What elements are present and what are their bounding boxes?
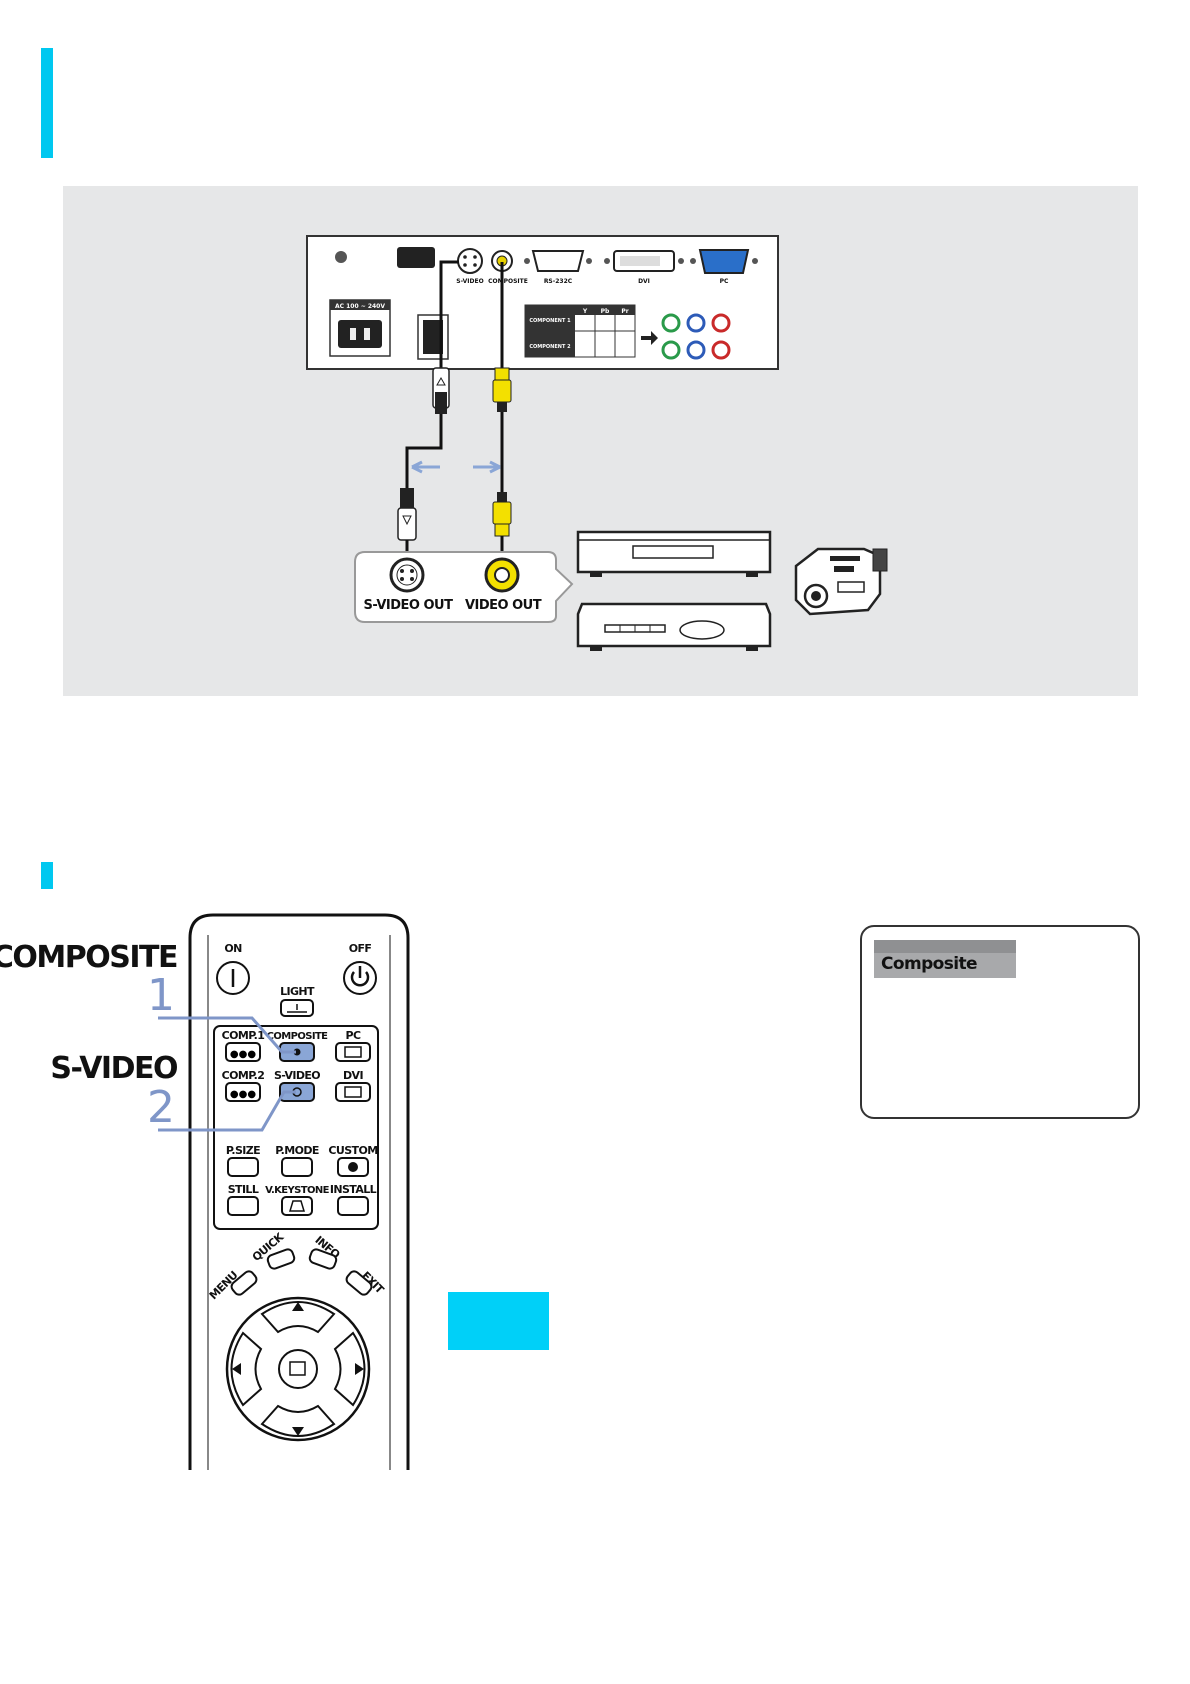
power-label: AC 100 ~ 240V bbox=[335, 303, 385, 310]
light-icon bbox=[287, 1004, 307, 1013]
still-button[interactable] bbox=[227, 1196, 259, 1216]
component-row-2: COMPONENT 2 bbox=[529, 344, 571, 350]
comp1-icon: ●●● bbox=[230, 1049, 256, 1060]
arrow-right-icon bbox=[641, 331, 658, 345]
section-marker-top bbox=[41, 48, 53, 158]
power-icon bbox=[350, 971, 370, 987]
port-label-rs232c: RS-232C bbox=[544, 278, 573, 285]
port-label-composite: COMPOSITE bbox=[488, 278, 528, 285]
signal-arrows bbox=[411, 460, 501, 474]
remote-still-label: STILL bbox=[228, 1183, 259, 1196]
screw-icon bbox=[335, 251, 347, 263]
remote-psize-label: P.SIZE bbox=[226, 1144, 260, 1157]
svideo-step-title: S-VIDEO bbox=[50, 1051, 177, 1086]
psize-button[interactable] bbox=[227, 1157, 259, 1177]
enter-icon bbox=[289, 1361, 306, 1376]
component-col-pb: Pb bbox=[601, 308, 610, 315]
svideo-step-number: 2 bbox=[147, 1082, 175, 1133]
remote-off-label: OFF bbox=[349, 942, 372, 955]
exit-button[interactable] bbox=[345, 1269, 374, 1296]
pmode-button[interactable] bbox=[281, 1157, 313, 1177]
right-button[interactable] bbox=[333, 1331, 366, 1407]
composite-step-number: 1 bbox=[147, 970, 175, 1021]
remote-comp2-label: COMP.2 bbox=[222, 1069, 265, 1082]
up-button[interactable] bbox=[260, 1301, 336, 1334]
enter-button[interactable] bbox=[278, 1349, 318, 1389]
video-out-label: VIDEO OUT bbox=[465, 598, 542, 613]
remote-vkeystone-label: V.KEYSTONE bbox=[265, 1185, 330, 1196]
dvd-player-icon bbox=[576, 602, 772, 651]
section-marker-bottom bbox=[41, 862, 53, 889]
vcr-device-icon bbox=[576, 530, 772, 577]
kensington-slot bbox=[397, 247, 435, 268]
port-label-svideo: S-VIDEO bbox=[456, 278, 483, 285]
remote-composite-label: COMPOSITE bbox=[267, 1031, 329, 1042]
vkeystone-button[interactable] bbox=[281, 1196, 313, 1216]
comp2-icon: ●●● bbox=[230, 1089, 256, 1100]
down-button[interactable] bbox=[260, 1404, 336, 1437]
remote-pmode-label: P.MODE bbox=[275, 1144, 319, 1157]
composite-icon bbox=[293, 1048, 301, 1056]
component-col-pr: Pr bbox=[621, 308, 628, 315]
remote-light-label: LIGHT bbox=[280, 985, 315, 998]
component-row-1: COMPONENT 1 bbox=[529, 318, 571, 324]
composite-step-title: COMPOSITE bbox=[0, 940, 177, 975]
install-button[interactable] bbox=[337, 1196, 369, 1216]
port-label-pc: PC bbox=[720, 278, 729, 285]
comp2-button[interactable] bbox=[225, 1082, 261, 1102]
remote-control: ON OFF LIGHT COMP.1 ●●● COMPOSITE PC COM… bbox=[188, 913, 410, 1470]
contrast-icon bbox=[348, 1162, 358, 1172]
up-arrow-icon bbox=[292, 1302, 304, 1311]
source-output-panel: S-VIDEO OUT VIDEO OUT bbox=[354, 551, 574, 623]
left-arrow-icon bbox=[232, 1363, 241, 1375]
down-arrow-icon bbox=[292, 1427, 304, 1436]
composite-cable bbox=[492, 262, 512, 562]
right-arrow-icon bbox=[355, 1363, 364, 1375]
highlight-lines bbox=[158, 1016, 296, 1132]
remote-comp1-label: COMP.1 bbox=[222, 1029, 265, 1042]
osd-title-bar: Composite bbox=[874, 940, 1016, 978]
dvi-icon bbox=[344, 1086, 362, 1098]
projector-rear-panel: AC 100 ~ 240V S-VIDEO COMPOSITE RS-232C … bbox=[306, 235, 779, 370]
svideo-cable bbox=[397, 260, 459, 558]
remote-svideo-label: S-VIDEO bbox=[274, 1069, 320, 1082]
remote-dvi-label: DVI bbox=[343, 1069, 363, 1082]
quick-button[interactable] bbox=[266, 1248, 296, 1270]
rs232c-port-icon bbox=[531, 250, 585, 272]
component-jacks bbox=[661, 313, 731, 360]
component-col-y: Y bbox=[582, 308, 588, 315]
remote-install-label: INSTALL bbox=[330, 1183, 377, 1196]
keystone-icon bbox=[288, 1200, 306, 1212]
remote-on-label: ON bbox=[224, 942, 242, 955]
left-button[interactable] bbox=[230, 1331, 263, 1407]
menu-button[interactable] bbox=[230, 1269, 259, 1296]
camcorder-icon bbox=[794, 547, 888, 616]
component-table: COMPONENT 1 COMPONENT 2 Y Pb Pr bbox=[524, 304, 636, 358]
info-button[interactable] bbox=[308, 1248, 338, 1270]
osd-screen: Composite bbox=[860, 925, 1140, 1119]
note-box bbox=[448, 1292, 549, 1350]
pc-icon bbox=[344, 1046, 362, 1058]
svideo-button[interactable] bbox=[279, 1082, 315, 1102]
remote-pc-label: PC bbox=[346, 1029, 361, 1042]
pc-port-icon bbox=[698, 249, 750, 274]
svideo-out-label: S-VIDEO OUT bbox=[364, 598, 454, 613]
comp1-button[interactable] bbox=[225, 1042, 261, 1062]
osd-title: Composite bbox=[881, 954, 978, 974]
remote-custom-label: CUSTOM bbox=[328, 1144, 377, 1157]
port-label-dvi: DVI bbox=[638, 278, 650, 285]
